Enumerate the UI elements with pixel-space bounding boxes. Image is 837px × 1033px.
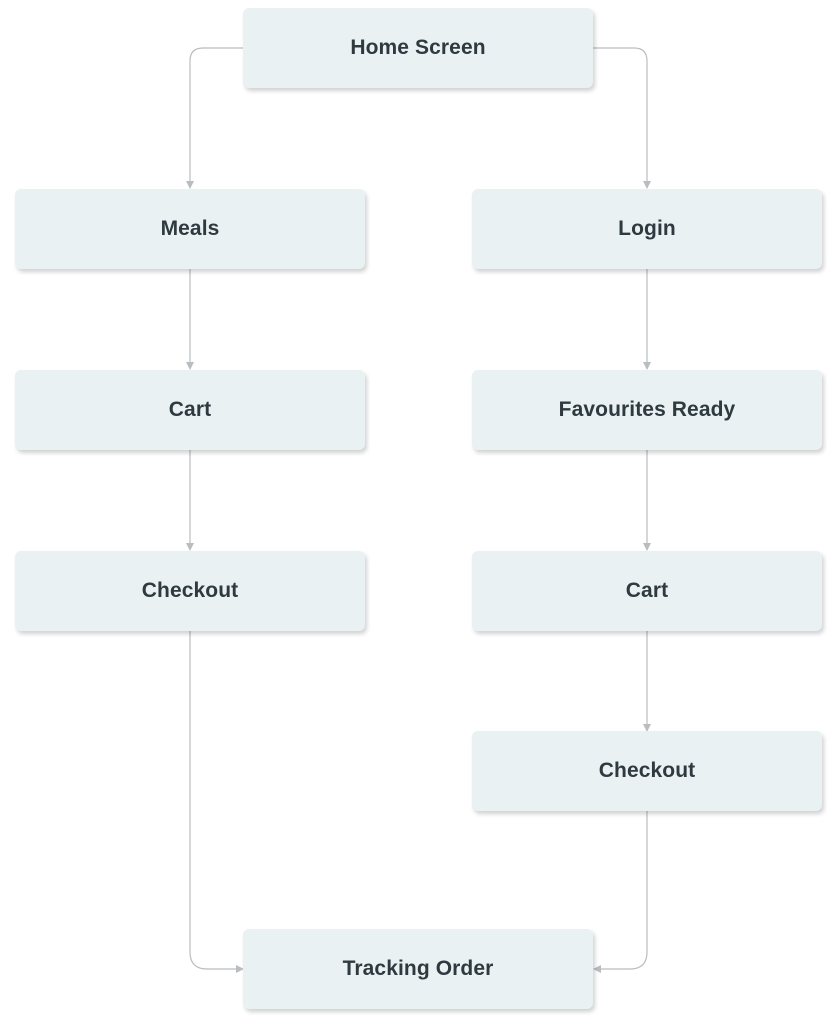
connector-home-to-meals	[186, 47, 243, 189]
node-label: Cart	[168, 398, 212, 421]
connector-home-to-login	[593, 47, 651, 189]
connector-checkout-left-to-tracking	[189, 631, 244, 973]
node-cart-right[interactable]: Cart	[472, 551, 822, 631]
node-checkout-left[interactable]: Checkout	[15, 551, 365, 631]
node-label: Checkout	[598, 759, 696, 782]
node-label: Tracking Order	[342, 957, 494, 980]
node-checkout-right[interactable]: Checkout	[472, 731, 822, 811]
node-login[interactable]: Login	[472, 189, 822, 269]
node-label: Meals	[160, 217, 220, 240]
node-label: Home Screen	[350, 36, 486, 59]
node-cart-left[interactable]: Cart	[15, 370, 365, 450]
node-label: Favourites Ready	[558, 398, 736, 421]
node-tracking-order[interactable]: Tracking Order	[243, 929, 593, 1009]
node-meals[interactable]: Meals	[15, 189, 365, 269]
node-home-screen[interactable]: Home Screen	[243, 8, 593, 88]
node-label: Checkout	[141, 579, 239, 602]
node-label: Cart	[625, 579, 669, 602]
node-favourites-ready[interactable]: Favourites Ready	[472, 370, 822, 450]
node-label: Login	[618, 217, 676, 240]
connector-checkout-right-to-tracking	[593, 811, 648, 973]
